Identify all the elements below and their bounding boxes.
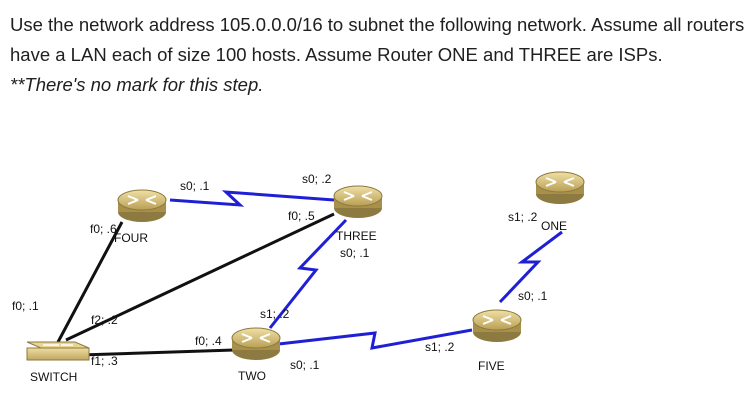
router-arrows-icon — [127, 195, 157, 205]
iface-two-s0: s0; .1 — [290, 358, 320, 372]
iface-three-s0-top: s0; .2 — [302, 172, 332, 186]
iface-four-f0: f0; .6 — [90, 222, 117, 236]
iface-five-s0: s0; .1 — [518, 289, 548, 303]
iface-switch-f1: f1; .3 — [91, 354, 118, 368]
serial-link-four-three — [169, 190, 335, 207]
iface-switch-f0: f0; .1 — [12, 299, 39, 313]
serial-link-three-two — [268, 218, 348, 329]
iface-two-s1: s1; .2 — [260, 307, 290, 321]
iface-one-s1: s1; .2 — [508, 210, 538, 224]
label-switch: SWITCH — [30, 370, 77, 384]
serial-link-one-five — [498, 230, 563, 304]
router-arrows-icon — [482, 315, 512, 325]
question-prompt: Use the network address 105.0.0.0/16 to … — [10, 10, 750, 100]
router-three[interactable] — [333, 185, 383, 218]
serial-link-two-five — [269, 328, 473, 350]
switch-device[interactable] — [26, 341, 90, 361]
router-one[interactable] — [535, 171, 585, 204]
label-two: TWO — [238, 369, 266, 383]
label-four: FOUR — [114, 231, 148, 245]
links — [56, 190, 563, 357]
device-labels: FOUR THREE ONE FIVE TWO SWITCH — [30, 219, 567, 384]
router-arrows-icon — [241, 333, 271, 343]
iface-three-s0-bottom: s0; .1 — [340, 246, 370, 260]
interface-labels: s0; .1 f0; .6 s0; .2 f0; .5 s0; .1 s1; .… — [12, 172, 548, 372]
label-three: THREE — [336, 229, 377, 243]
router-five[interactable] — [472, 309, 522, 342]
iface-three-f0: f0; .5 — [288, 209, 315, 223]
iface-switch-f2: f2; .2 — [91, 313, 118, 327]
ethernet-link-two-switch — [79, 348, 235, 357]
iface-five-s1: s1; .2 — [425, 340, 455, 354]
router-four[interactable] — [117, 189, 167, 222]
iface-two-f0: f0; .4 — [195, 334, 222, 348]
question-text: Use the network address 105.0.0.0/16 to … — [10, 14, 745, 65]
iface-four-s0: s0; .1 — [180, 179, 210, 193]
question-note: **There's no mark for this step. — [10, 74, 264, 95]
ethernet-link-three-switch — [65, 212, 335, 342]
ethernet-link-four-switch — [56, 221, 124, 343]
label-one: ONE — [541, 219, 567, 233]
router-two[interactable] — [231, 327, 281, 360]
router-arrows-icon — [545, 177, 575, 187]
label-five: FIVE — [478, 359, 505, 373]
router-arrows-icon — [343, 191, 373, 201]
